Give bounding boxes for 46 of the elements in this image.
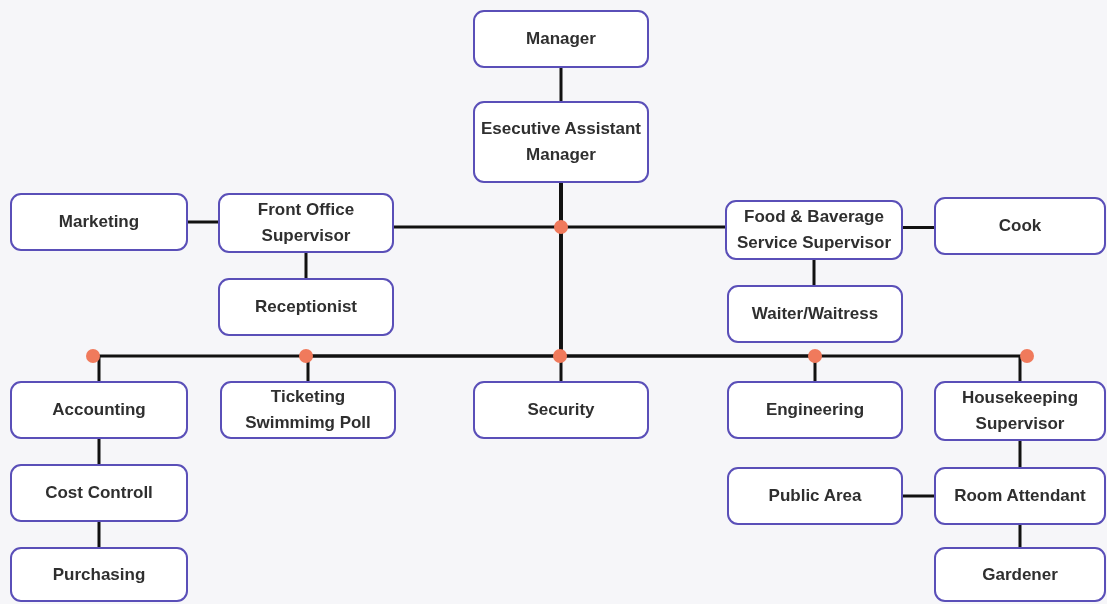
role-box [10, 381, 188, 439]
connector-line [304, 253, 308, 278]
role-label: Receptionist [255, 296, 357, 318]
role-label: Cook [998, 215, 1042, 237]
role-label: Front Office Supervisor [256, 199, 356, 247]
role-box [727, 285, 903, 343]
role-label: Accounting [52, 399, 146, 421]
role-box [218, 193, 394, 253]
role-label: Ticketing Swimmimg Poll [244, 386, 372, 434]
role-label: Engineering [765, 399, 865, 421]
role-label: Waiter/Waitress [751, 303, 879, 325]
connector-line [903, 226, 934, 229]
role-label: Food & Baverage Service Supervisor [736, 206, 892, 254]
role-label: Purchasing [52, 563, 146, 586]
role-box [473, 381, 649, 439]
connector-line [1018, 441, 1022, 467]
role-box [934, 381, 1106, 441]
role-box [725, 200, 903, 260]
role-label: Marketing [58, 211, 140, 233]
connector-line [97, 439, 101, 464]
role-box [220, 381, 396, 439]
connector-line [812, 260, 816, 285]
role-box [473, 101, 649, 183]
role-label: Housekeeping Supervisor [960, 387, 1080, 435]
role-box [473, 10, 649, 68]
role-box [934, 547, 1106, 602]
role-box [10, 547, 188, 602]
role-box [218, 278, 394, 336]
role-label: Gardener [982, 563, 1058, 586]
connector-line [1018, 525, 1022, 547]
role-box [727, 467, 903, 525]
role-box [727, 381, 903, 439]
connector-line [559, 68, 563, 101]
role-label: Cost Controll [45, 482, 153, 504]
connector-line [97, 522, 101, 547]
role-label: Room Attendant [954, 485, 1086, 507]
role-label: Manager [526, 28, 596, 50]
connector-line [903, 494, 934, 498]
connector-line [188, 220, 218, 224]
role-box [934, 467, 1106, 525]
role-label: Esecutive Assistant Manager [481, 118, 641, 166]
role-box [10, 193, 188, 251]
role-box [934, 197, 1106, 255]
role-box [10, 464, 188, 522]
role-label: Security [527, 399, 595, 421]
role-label: Public Area [768, 485, 862, 507]
